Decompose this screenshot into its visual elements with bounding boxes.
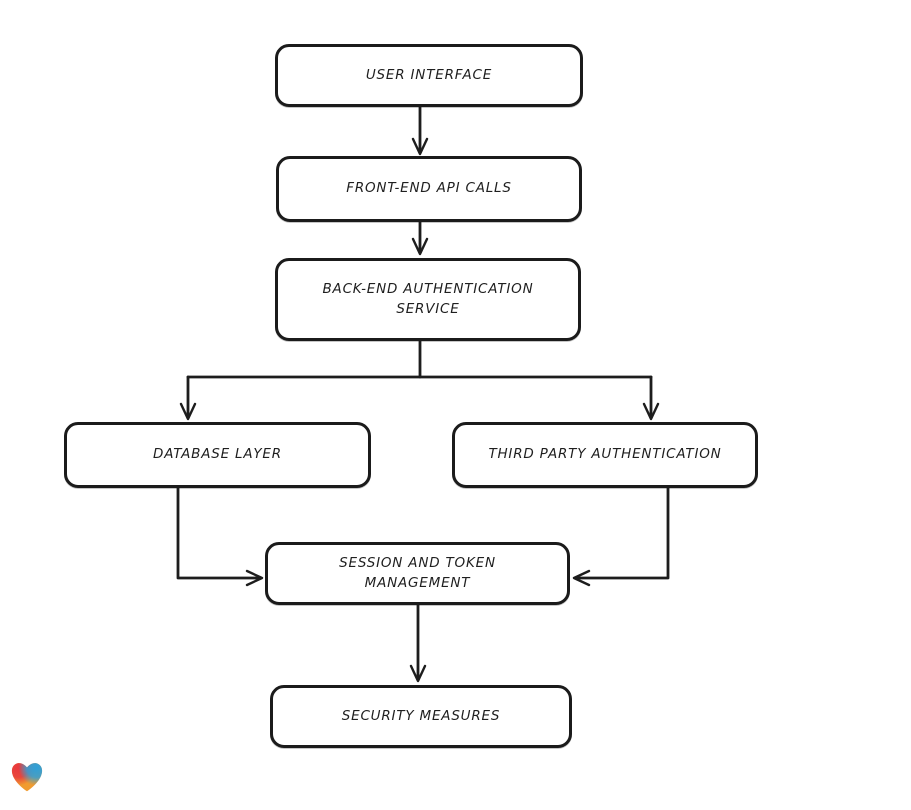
- arrowhead-down-icon: [411, 137, 429, 156]
- edge-user-interface-to-front-end-api-calls: [411, 105, 429, 156]
- node-label: USER INTERFACE: [365, 66, 493, 83]
- edge-back-end-authentication-service-branch: [179, 339, 660, 421]
- node-third-party-authentication[interactable]: THIRD PARTY AUTHENTICATION: [452, 422, 758, 488]
- arrowhead-down-icon: [409, 664, 427, 683]
- node-front-end-api-calls[interactable]: FRONT-END API CALLS: [276, 156, 582, 222]
- edge-front-end-api-calls-to-back-end-authentication-service: [411, 220, 429, 256]
- arrowhead-down-icon: [179, 402, 197, 421]
- edge-session-and-token-management-to-security-measures: [409, 603, 427, 683]
- node-label: SECURITY MEASURES: [341, 707, 501, 724]
- edge-database-layer-to-session-and-token-management: [176, 486, 264, 587]
- arrowhead-down-icon: [411, 237, 429, 256]
- arrowhead-down-icon: [642, 402, 660, 421]
- heart-icon[interactable]: [8, 757, 46, 795]
- node-label: BACK-END AUTHENTICATION SERVICE: [322, 280, 534, 317]
- node-label: SESSION AND TOKEN MANAGEMENT: [339, 554, 496, 591]
- arrowhead-right-icon: [245, 569, 264, 587]
- node-database-layer[interactable]: DATABASE LAYER: [64, 422, 371, 488]
- node-user-interface[interactable]: USER INTERFACE: [275, 44, 583, 107]
- node-label: DATABASE LAYER: [153, 446, 282, 463]
- node-back-end-authentication-service[interactable]: BACK-END AUTHENTICATION SERVICE: [275, 258, 581, 341]
- node-session-and-token-management[interactable]: SESSION AND TOKEN MANAGEMENT: [265, 542, 570, 605]
- node-security-measures[interactable]: SECURITY MEASURES: [270, 685, 572, 748]
- edge-third-party-authentication-to-session-and-token-management: [572, 486, 670, 587]
- node-label: THIRD PARTY AUTHENTICATION: [488, 446, 722, 463]
- arrowhead-left-icon: [572, 569, 591, 587]
- node-label: FRONT-END API CALLS: [346, 180, 512, 197]
